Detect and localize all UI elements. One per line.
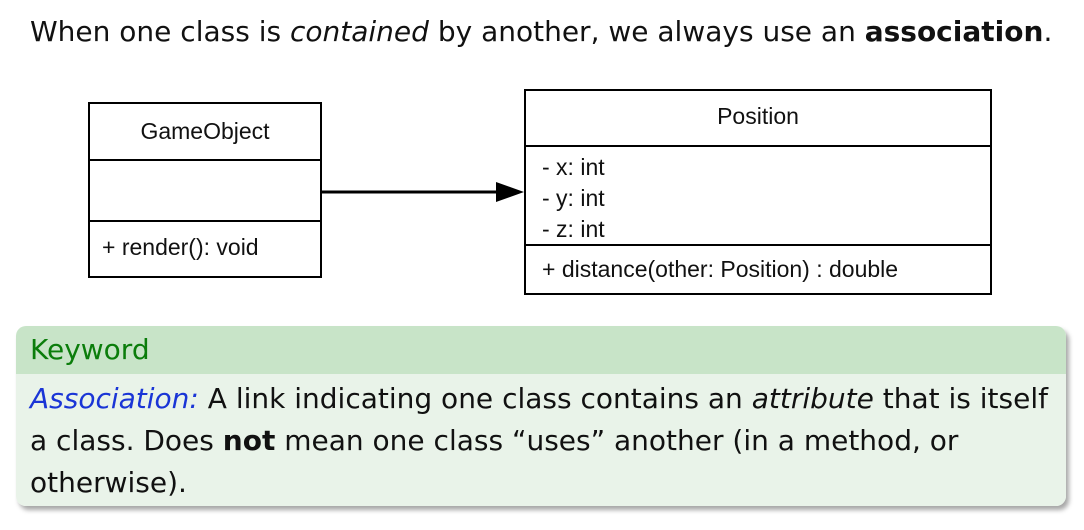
position-attribute-x: - x: int: [542, 154, 605, 180]
intro-text-3: .: [1043, 15, 1053, 48]
position-attribute-y: - y: int: [542, 185, 605, 211]
gameobject-class-box: GameObject + render(): void: [88, 102, 322, 278]
gameobject-operations: + render(): void: [90, 222, 320, 276]
position-class-box: Position - x: int - y: int - z: int + di…: [524, 89, 992, 295]
intro-emphasis: contained: [289, 15, 429, 48]
position-attributes: - x: int - y: int - z: int: [526, 147, 990, 246]
association-arrowhead: [496, 182, 524, 202]
intro-text-2: by another, we always use an: [428, 15, 865, 48]
keyword-text-1: A link indicating one class contains an: [198, 382, 752, 415]
position-operation: + distance(other: Position) : double: [542, 256, 899, 282]
keyword-title: Keyword: [16, 326, 1066, 374]
keyword-term: Association:: [30, 382, 199, 415]
keyword-block: Keyword Association: A link indicating o…: [16, 326, 1066, 506]
position-attribute-z: - z: int: [542, 216, 605, 242]
intro-strong: association: [864, 15, 1044, 48]
gameobject-operation: + render(): void: [102, 234, 259, 260]
gameobject-attributes: [90, 161, 320, 222]
gameobject-class-name: GameObject: [90, 104, 320, 161]
keyword-body: Association: A link indicating one class…: [16, 374, 1066, 506]
keyword-text-2: that is itself a class. Does: [30, 382, 1048, 457]
keyword-strong: not: [222, 424, 276, 457]
position-class-name: Position: [526, 91, 990, 147]
intro-sentence: When one class is contained by another, …: [30, 12, 1052, 52]
keyword-text-3: mean one class “uses” another (in a meth…: [30, 424, 959, 499]
intro-text-1: When one class is: [30, 15, 290, 48]
position-operations: + distance(other: Position) : double: [526, 246, 990, 293]
keyword-emphasis: attribute: [751, 382, 874, 415]
